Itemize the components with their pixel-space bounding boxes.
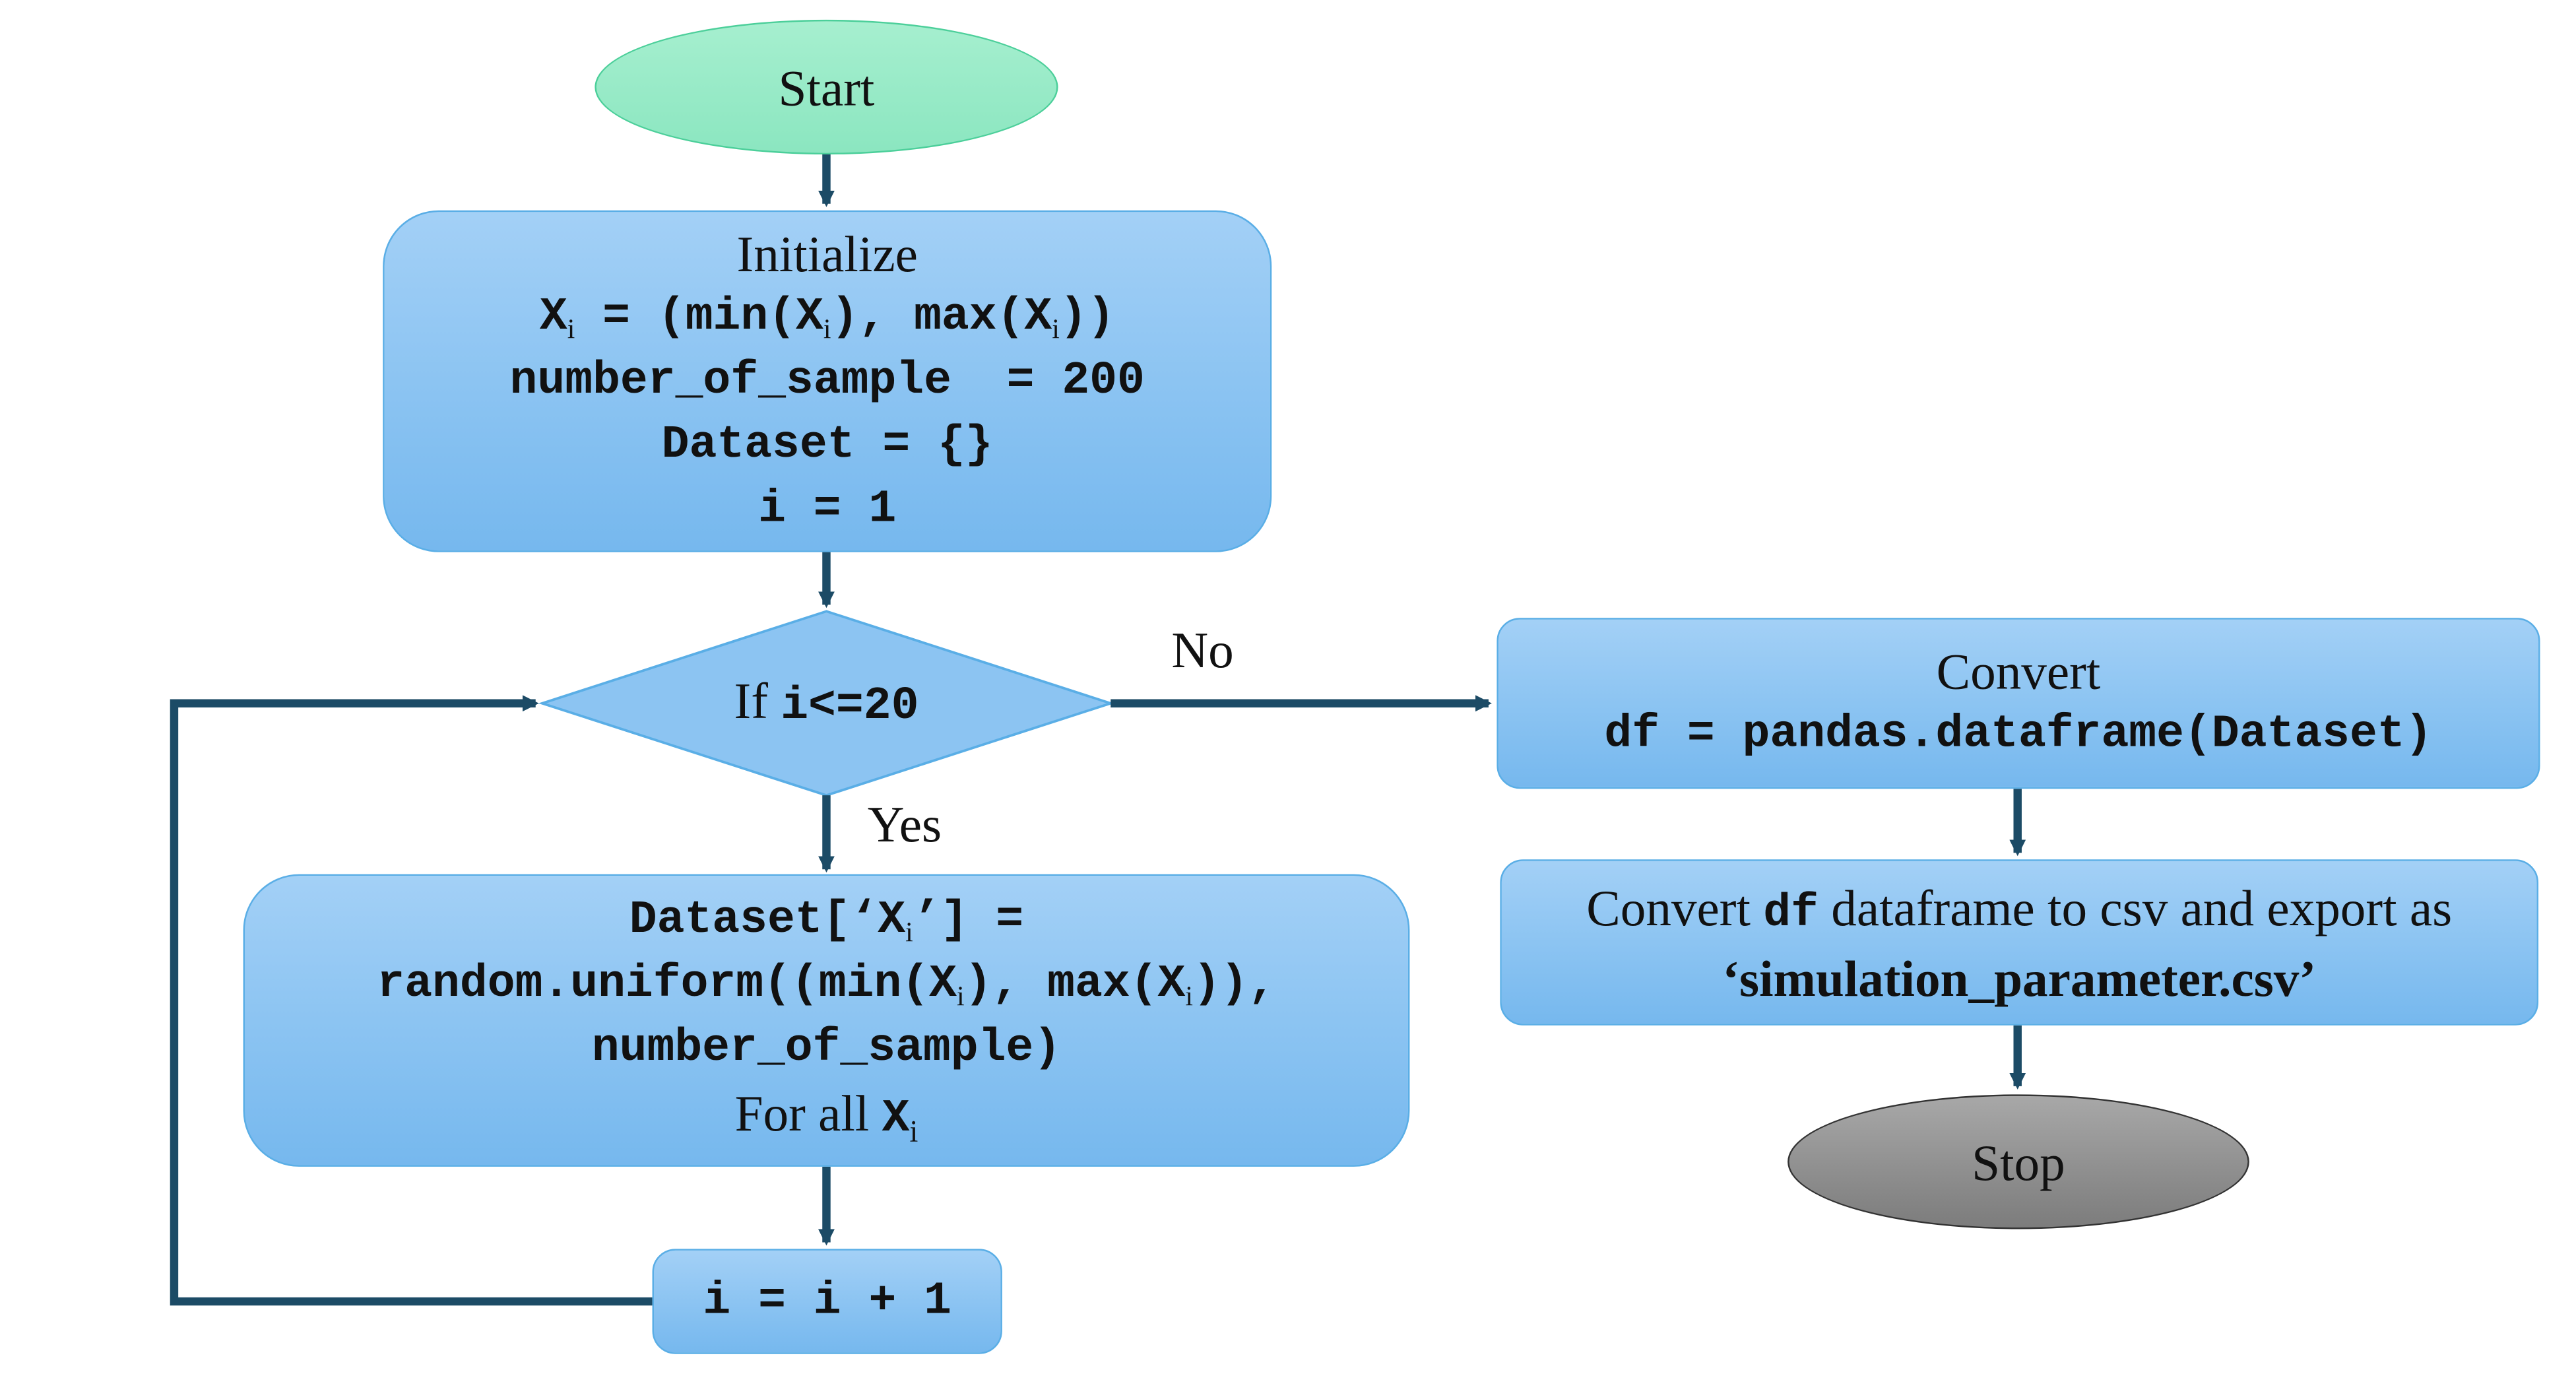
assign-box: Dataset[‘Xi’] = random.uniform((min(Xi),… [243, 874, 1410, 1167]
initialize-samples-line: number_of_sample = 200 [509, 356, 1145, 407]
convert-title: Convert [1936, 642, 2101, 700]
export-text: Convert df dataframe to csv and export a… [1586, 878, 2453, 940]
initialize-counter-line: i = 1 [758, 484, 897, 535]
increment-box: i = i + 1 [652, 1249, 1002, 1354]
no-edge-label: No [1171, 621, 1234, 679]
export-box: Convert df dataframe to csv and export a… [1500, 859, 2539, 1026]
start-label: Start [778, 58, 875, 116]
increment-label: i = i + 1 [703, 1276, 951, 1327]
convert-code: df = pandas.dataframe(Dataset) [1604, 709, 2433, 761]
export-filename: ‘simulation_parameter.csv’ [1722, 948, 2317, 1007]
assign-uniform-line: random.uniform((min(Xi), max(Xi)), [377, 960, 1276, 1012]
assign-target-line: Dataset[‘Xi’] = [629, 896, 1024, 948]
assign-samples-line: number_of_sample) [591, 1024, 1062, 1075]
initialize-dataset-line: Dataset = {} [661, 420, 993, 471]
stop-label: Stop [1972, 1132, 2065, 1191]
assign-forall-line: For all Xi [734, 1084, 918, 1150]
decision-condition: i<=20 [781, 681, 919, 733]
initialize-range-line: Xi = (min(Xi), max(Xi)) [539, 291, 1115, 344]
edge-loop-back [170, 695, 653, 1306]
export-df-code: df [1763, 888, 1819, 940]
convert-box: Convert df = pandas.dataframe(Dataset) [1497, 618, 2540, 789]
start-terminal: Start [595, 19, 1058, 155]
yes-edge-label: Yes [867, 795, 942, 853]
initialize-box: Initialize Xi = (min(Xi), max(Xi)) numbe… [383, 210, 1272, 552]
initialize-title: Initialize [736, 224, 918, 282]
decision-label: If i<=20 [734, 671, 919, 733]
stop-terminal: Stop [1787, 1094, 2249, 1229]
